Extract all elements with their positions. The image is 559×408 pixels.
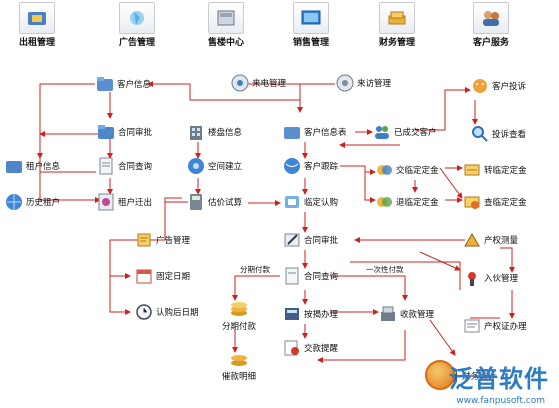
globe-icon (6, 194, 22, 210)
reminder-icon (284, 340, 299, 356)
calculator-icon (190, 194, 202, 210)
module-rental[interactable]: 出租管理 (8, 2, 66, 48)
node-tenant-moveout[interactable]: 租户迁出 (96, 192, 152, 212)
folder-icon (98, 125, 114, 139)
finance-icon (388, 11, 406, 25)
check-folder-icon (464, 196, 480, 209)
node-visit-mgmt[interactable]: 来访管理 (335, 73, 391, 93)
document-icon (99, 157, 113, 175)
edge-label-lump-sum: 一次性付款 (366, 265, 404, 274)
node-contract-query-main[interactable]: 合同查询 (282, 266, 338, 286)
advertising-icon (130, 11, 144, 25)
complaint-icon (473, 79, 487, 93)
node-property-cert[interactable]: 产权证办理 (462, 316, 527, 336)
node-client-complaint[interactable]: 客户投诉 (470, 76, 526, 96)
visitor-globe-icon (336, 74, 354, 92)
edge-label-installment: 分期付款 (240, 265, 270, 274)
customer-service-icon (483, 11, 499, 26)
node-client-follow[interactable]: 客户跟踪 (282, 156, 338, 176)
node-tenant-info[interactable]: 租户信息 (4, 156, 60, 176)
module-sales-management[interactable]: 销售管理 (282, 2, 340, 48)
node-contract-approval-left[interactable]: 合同审批 (96, 122, 152, 142)
move-in-icon (468, 272, 476, 286)
brand-logo (425, 360, 455, 390)
node-client-info-table[interactable]: 客户信息表 (282, 122, 347, 142)
calendar-icon (136, 269, 152, 284)
node-receipt-mgmt[interactable]: 收款管理 (378, 304, 434, 324)
globe-icon (284, 158, 300, 174)
certificate-icon (464, 319, 480, 333)
node-contract-approval-main[interactable]: 合同审批 (282, 230, 338, 250)
node-check-deposit[interactable]: 查临定定金 (462, 192, 527, 212)
node-call-mgmt[interactable]: 来电管理 (230, 73, 286, 93)
node-price-estimate[interactable]: 估价试算 (186, 192, 242, 212)
rental-icon (28, 12, 46, 25)
folder-icon (6, 161, 22, 173)
ruler-icon (464, 233, 480, 247)
node-collection-detail[interactable]: 催款明细 (222, 350, 256, 382)
node-contract-query-left[interactable]: 合同查询 (96, 156, 152, 176)
node-deposit-exchange[interactable]: 交临定定金 (374, 160, 439, 180)
node-property-survey[interactable]: 产权测量 (462, 230, 518, 250)
phone-globe-icon (231, 74, 249, 92)
clock-icon (136, 304, 152, 320)
node-payment-reminder[interactable]: 交款提醒 (282, 338, 338, 358)
node-transfer-deposit[interactable]: 转临定定金 (462, 160, 527, 180)
node-deposit-refund[interactable]: 退临定定金 (374, 192, 439, 212)
node-reserve[interactable]: 临定认购 (282, 192, 338, 212)
module-label: 售楼中心 (207, 38, 244, 48)
brand-name: 泛普软件 (449, 365, 549, 393)
node-history-tenant[interactable]: 历史租户 (4, 192, 60, 212)
folder-icon (284, 127, 300, 139)
globe-icon (188, 158, 204, 174)
module-sales-center[interactable]: 售楼中心 (197, 2, 255, 48)
refund-icon (377, 197, 392, 207)
sales-center-icon (217, 10, 235, 26)
node-date-after-purchase[interactable]: 认购后日期 (134, 302, 199, 322)
node-building-info[interactable]: 楼盘信息 (186, 122, 242, 142)
module-label: 财务管理 (378, 38, 415, 48)
module-customer-service[interactable]: 客户服务 (462, 2, 520, 48)
module-label: 销售管理 (292, 38, 329, 48)
node-ad-mgmt[interactable]: 广告管理 (134, 230, 190, 250)
module-finance[interactable]: 财务管理 (368, 2, 426, 48)
module-label: 客户服务 (472, 38, 509, 48)
document-icon (285, 267, 299, 285)
users-icon (375, 126, 389, 139)
node-fixed-date[interactable]: 固定日期 (134, 266, 190, 286)
exit-icon (98, 193, 114, 211)
node-installment-payment[interactable]: 分期付款 (222, 300, 256, 332)
sales-management-icon (301, 10, 321, 25)
pen-icon (284, 233, 300, 247)
module-label: 出租管理 (18, 38, 55, 48)
node-deal-client[interactable]: 已成交客户 (372, 122, 437, 142)
module-advertising[interactable]: 广告管理 (108, 2, 166, 48)
module-label: 广告管理 (118, 38, 155, 48)
ad-icon (137, 233, 151, 247)
mortgage-icon (285, 308, 299, 320)
coins-icon (231, 355, 247, 366)
reserve-icon (285, 196, 299, 208)
building-icon (190, 126, 202, 140)
brand-url: www.fanpusoft.com (456, 396, 545, 406)
cash-register-icon (381, 306, 395, 321)
node-complaint-check[interactable]: 投诉查看 (470, 124, 526, 144)
folder-icon (97, 77, 113, 91)
node-mortgage-process[interactable]: 按揭办理 (282, 304, 338, 324)
node-client-info[interactable]: 客户信息 (95, 74, 151, 94)
node-move-in-mgmt[interactable]: 入伙管理 (462, 268, 518, 288)
coins-icon (231, 302, 247, 316)
exchange-icon (377, 165, 392, 175)
node-space-build[interactable]: 空间建立 (186, 156, 242, 176)
transfer-icon (464, 164, 480, 176)
magnifier-icon (472, 126, 488, 142)
